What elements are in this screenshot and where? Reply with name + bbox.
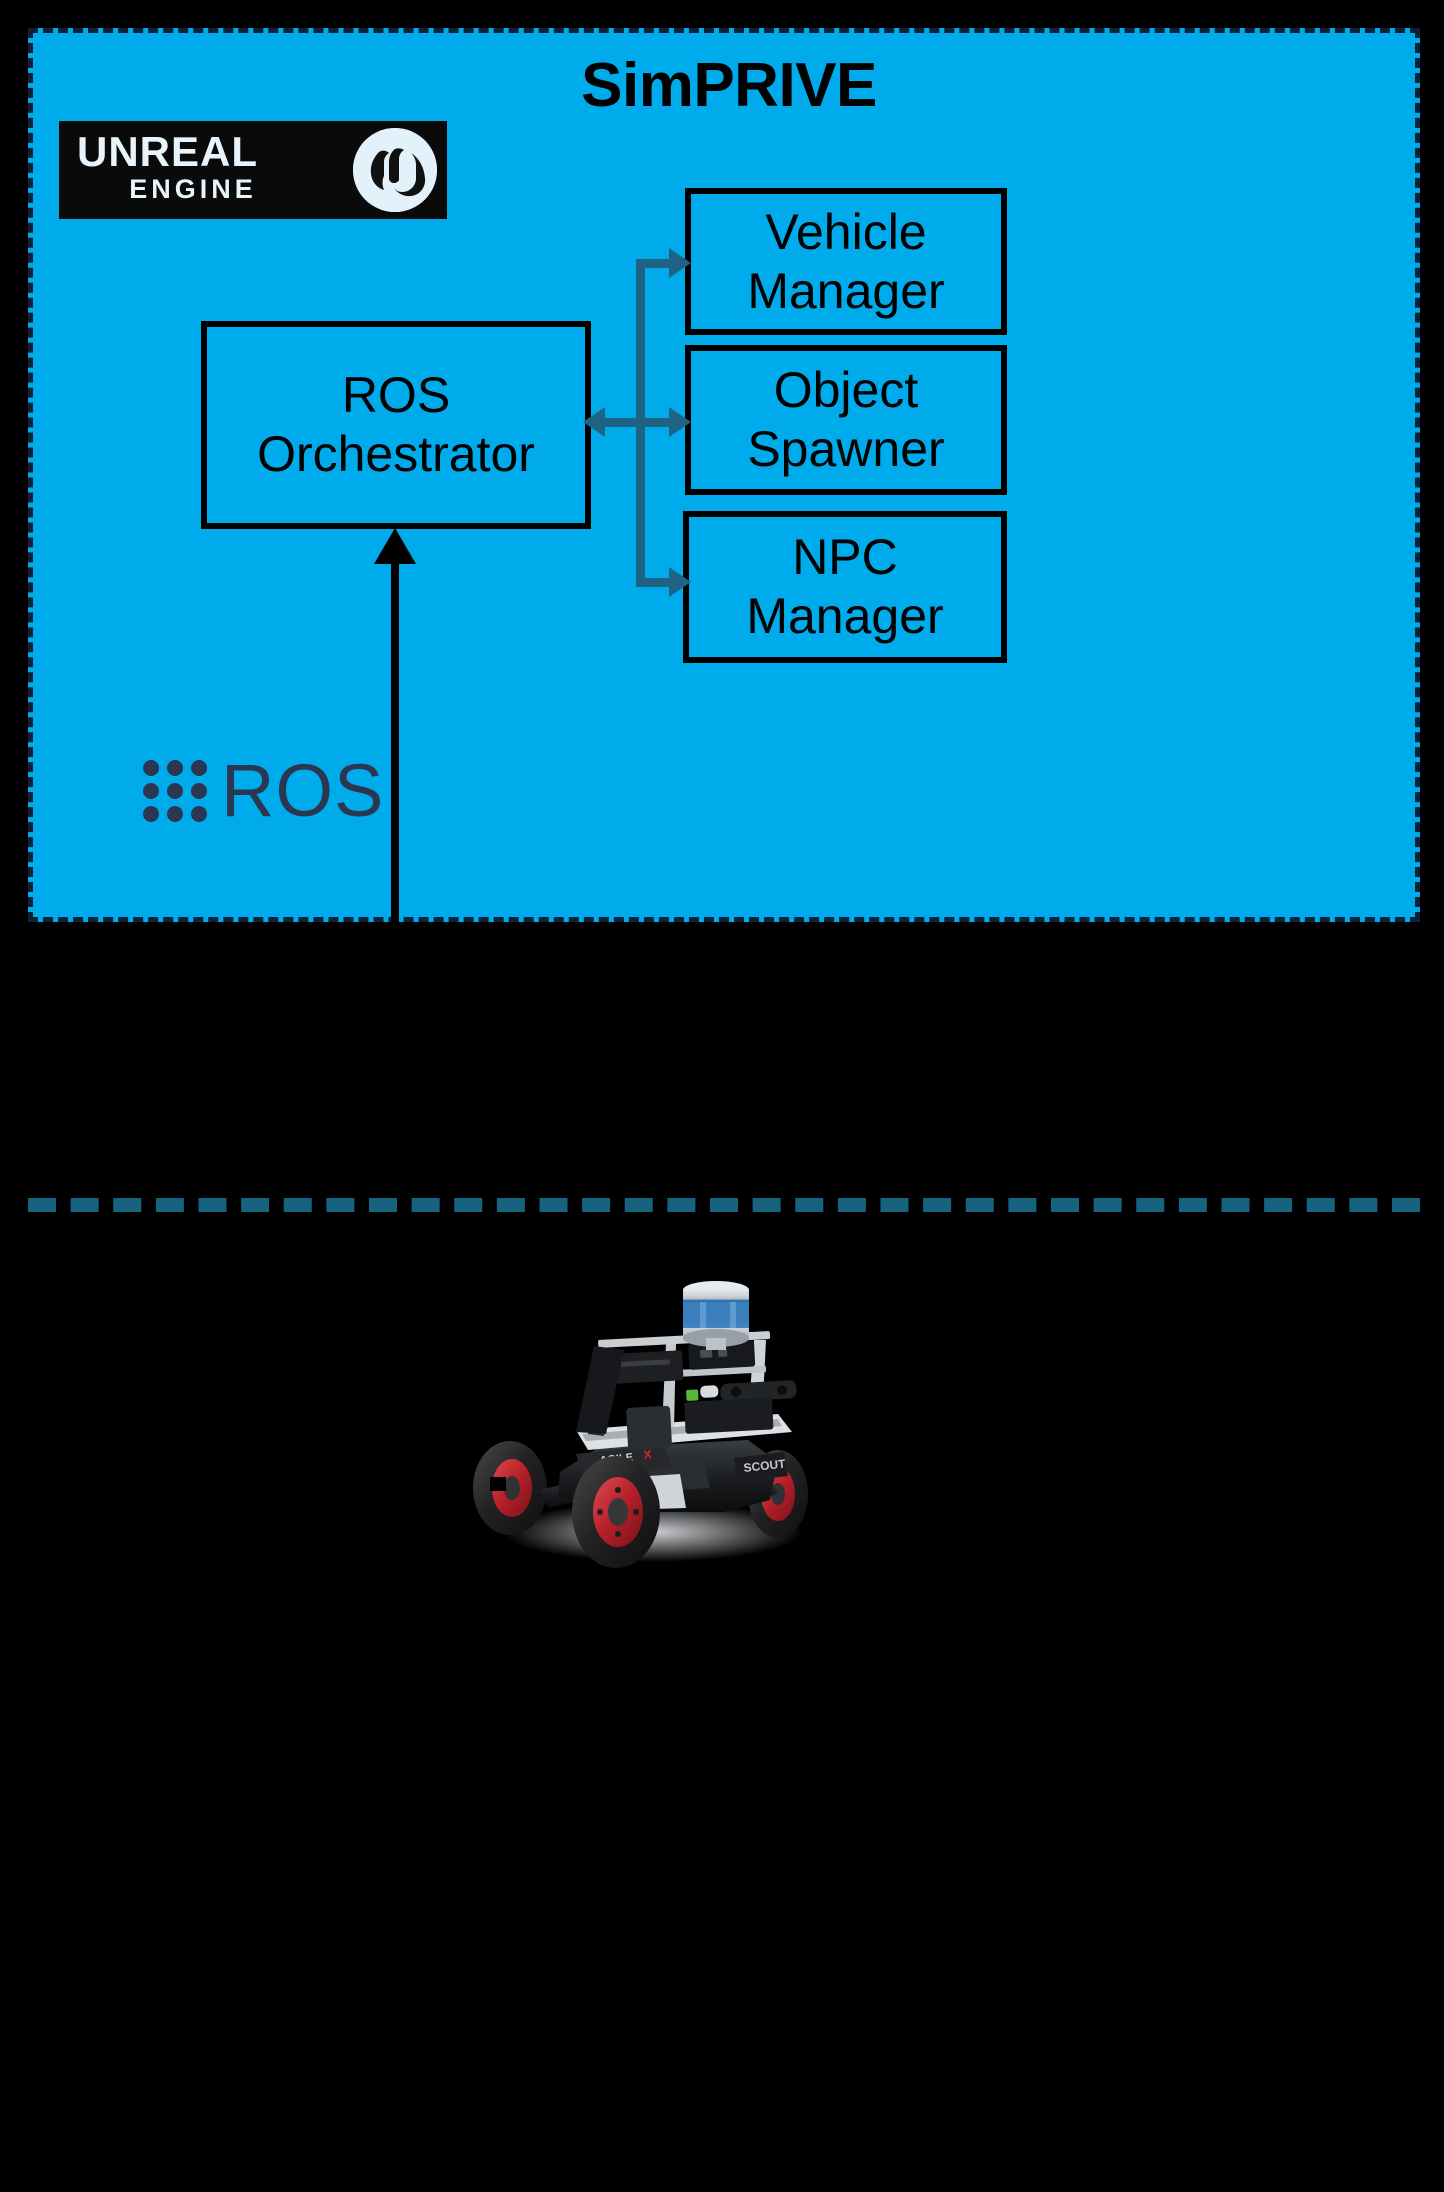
unreal-engine-logo: UNREAL ENGINE xyxy=(59,121,447,219)
module-ros-orchestrator[interactable]: ROS Orchestrator xyxy=(201,321,591,529)
module-npc-manager-line2: Manager xyxy=(746,588,944,644)
simprive-panel: SimPRIVE UNREAL ENGINE ROS Orchestrator xyxy=(28,28,1420,960)
module-npc-manager[interactable]: NPC Manager xyxy=(683,511,1007,663)
svg-text:X: X xyxy=(643,1447,652,1462)
arrowhead-to-vehicle-icon xyxy=(669,248,691,278)
module-object-spawner-line1: Object xyxy=(773,362,919,418)
svg-text:SCOUT: SCOUT xyxy=(743,1457,787,1475)
ros-logo-label: ROS xyxy=(221,749,385,832)
arrowhead-to-npc-icon xyxy=(669,567,691,597)
unreal-engine-wordmark: UNREAL ENGINE xyxy=(77,130,327,210)
module-vehicle-manager[interactable]: Vehicle Manager xyxy=(685,188,1007,335)
unreal-engine-line2: ENGINE xyxy=(129,174,257,204)
ros-logo: ROS xyxy=(143,752,389,830)
module-ros-orchestrator-line2: Orchestrator xyxy=(257,426,535,482)
module-vehicle-manager-line2: Manager xyxy=(747,262,945,319)
arrowhead-to-orchestrator-icon xyxy=(583,407,605,437)
simprive-title: SimPRIVE xyxy=(581,51,877,120)
connector-to-npc-line xyxy=(636,578,676,587)
connector-ros-to-orchestrator-line xyxy=(391,560,399,960)
connector-to-vehicle-line xyxy=(636,259,676,268)
agilex-scout-mini-robot-image: AGILE X SCOUT xyxy=(448,1262,848,1572)
section-divider xyxy=(28,1198,1420,1212)
unreal-engine-u-icon xyxy=(353,128,437,212)
connector-to-object-line xyxy=(591,418,676,427)
arrowhead-ros-to-orchestrator-icon xyxy=(374,528,416,564)
arrowhead-to-object-icon xyxy=(669,407,691,437)
module-object-spawner-line2: Spawner xyxy=(747,421,945,477)
module-vehicle-manager-line1: Vehicle xyxy=(765,203,927,260)
unreal-engine-line1: UNREAL xyxy=(77,128,258,175)
module-object-spawner[interactable]: Object Spawner xyxy=(685,345,1007,495)
module-ros-orchestrator-line1: ROS xyxy=(341,367,451,423)
ros-dot-grid-icon xyxy=(143,760,207,822)
module-npc-manager-line1: NPC xyxy=(792,529,898,585)
